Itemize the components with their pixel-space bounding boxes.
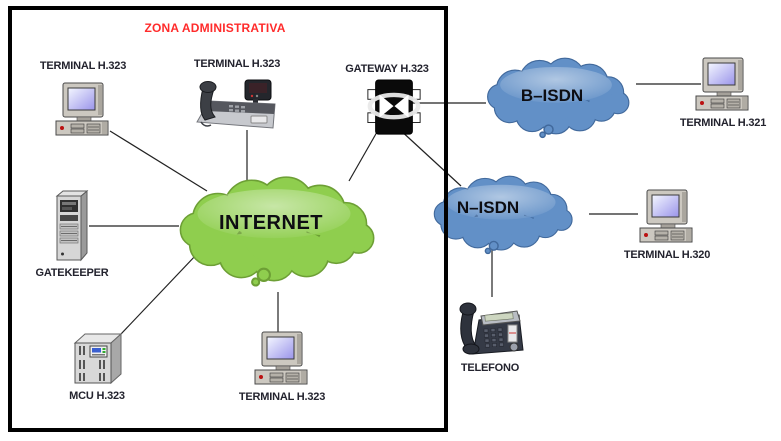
node-mcu-h323: MCU H.323 — [45, 331, 149, 403]
node-terminal-h323-top: TERMINAL H.323 — [18, 60, 148, 139]
internet-label: INTERNET — [219, 212, 323, 234]
zone-title: ZONA ADMINISTRATIVA — [144, 21, 286, 35]
node-gateway-h323: GATEWAY H.323 — [330, 63, 444, 138]
node-label: TERMINAL H.323 — [238, 391, 326, 403]
node-terminal-h321: TERMINAL H.321 — [664, 56, 781, 130]
mcu-icon — [69, 331, 125, 387]
node-label: GATEKEEPER — [35, 267, 109, 279]
node-label: TERMINAL H.323 — [193, 58, 281, 70]
node-gatekeeper: GATEKEEPER — [20, 190, 124, 280]
node-label: MCU H.323 — [69, 390, 125, 402]
connection-lines — [89, 83, 701, 335]
computer-icon — [250, 330, 314, 388]
node-telefono: TELEFONO — [442, 294, 538, 375]
node-label: TERMINAL H.323 — [39, 60, 127, 72]
connection-line — [109, 130, 208, 192]
node-label: GATEWAY H.323 — [345, 63, 429, 75]
computer-icon — [51, 81, 115, 139]
ip-phone-icon — [189, 76, 285, 130]
server-tower-icon — [53, 190, 91, 264]
connection-line — [348, 131, 378, 182]
node-terminal-h323-bottom: TERMINAL H.323 — [224, 330, 340, 404]
node-label: TERMINAL H.321 — [679, 117, 767, 129]
node-terminal-h323-phone: TERMINAL H.323 — [178, 58, 296, 130]
b-isdn-label: B–ISDN — [520, 86, 584, 105]
computer-icon — [691, 56, 755, 114]
desk-phone-icon — [453, 294, 527, 360]
computer-icon — [635, 188, 699, 246]
gateway-icon — [366, 78, 422, 138]
connection-line — [397, 127, 462, 187]
connection-line — [120, 253, 198, 335]
node-label: TERMINAL H.320 — [623, 249, 711, 261]
node-label: TELEFONO — [460, 362, 520, 374]
node-terminal-h320: TERMINAL H.320 — [608, 188, 726, 262]
n-isdn-label: N–ISDN — [456, 198, 520, 217]
